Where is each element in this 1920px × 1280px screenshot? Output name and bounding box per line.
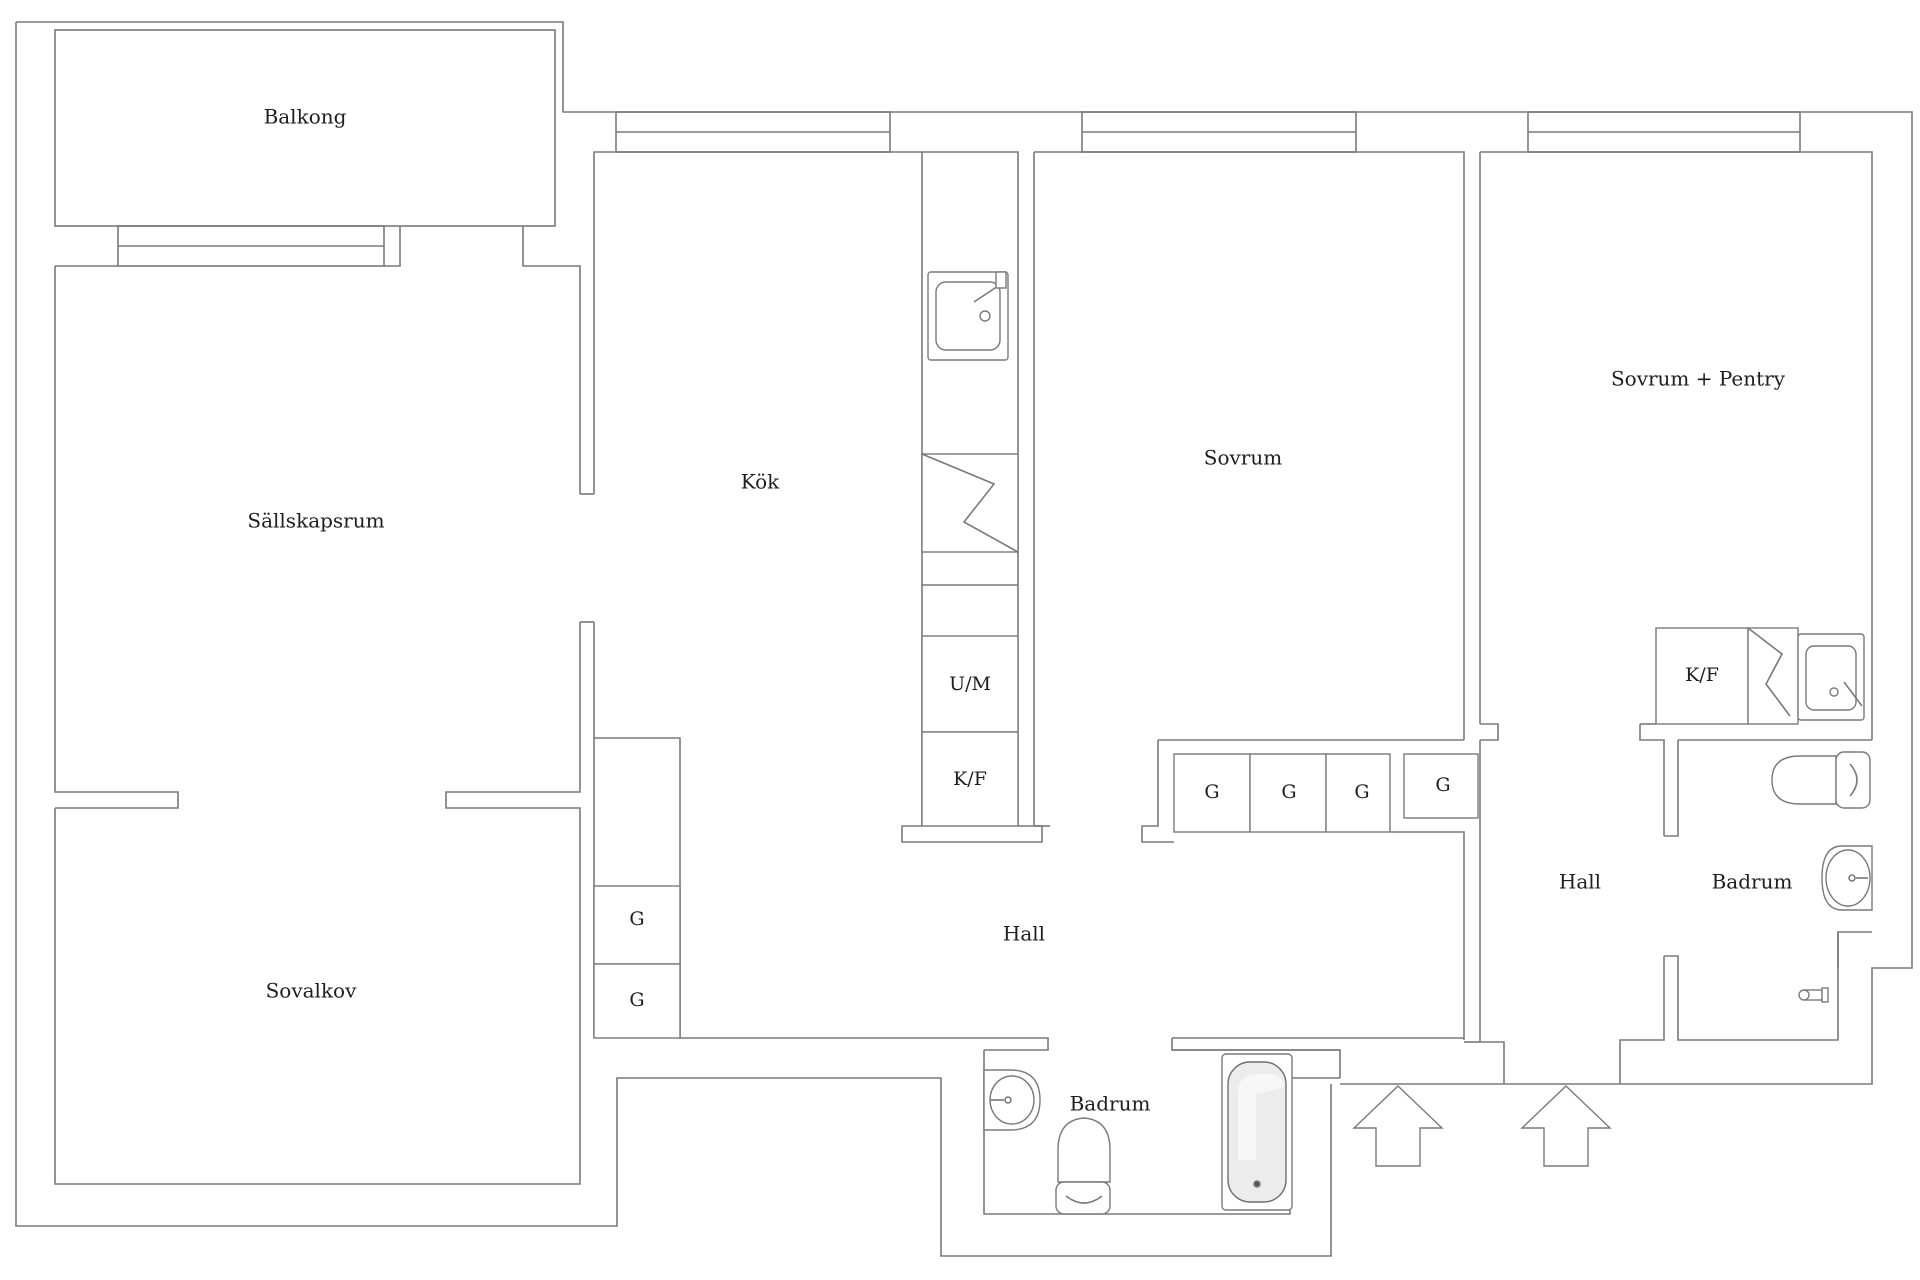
toilet-icon xyxy=(1771,751,1871,809)
room-sovalkov: Sovalkov xyxy=(266,979,358,1003)
room-label-sallskapsrum: Sällskapsrum xyxy=(247,509,384,533)
pentry-sink-icon xyxy=(1797,633,1865,721)
outer-walls xyxy=(15,21,1913,1257)
room-label-balkong: Balkong xyxy=(264,105,347,129)
um-label: U/M xyxy=(949,673,991,695)
toilet-icon xyxy=(1055,1117,1111,1215)
sink-icon xyxy=(1821,845,1873,911)
kf-pentry-label: K/F xyxy=(1685,664,1719,686)
room-label-hall-right: Hall xyxy=(1559,870,1601,894)
wardrobe-label: G xyxy=(1204,781,1219,803)
wardrobe-label: G xyxy=(1354,781,1369,803)
wardrobe-label: G xyxy=(629,989,644,1011)
room-label-kok: Kök xyxy=(741,470,780,494)
bathroom-right: Badrum xyxy=(1712,751,1873,1003)
hall-main: G G Hall xyxy=(593,737,1464,1078)
room-label-badrum-bottom: Badrum xyxy=(1070,1092,1151,1116)
entrance-arrow-1-icon xyxy=(1352,1085,1444,1167)
pentry-stove-icon xyxy=(1747,627,1799,725)
wardrobe-row: G G G G xyxy=(1141,739,1479,1040)
kitchen-sink-icon xyxy=(927,271,1009,361)
wardrobe-label: G xyxy=(629,908,644,930)
room-sovrum-pentry: Sovrum + Pentry xyxy=(1479,111,1873,741)
wardrobe-label: G xyxy=(1435,774,1450,796)
drain-icon xyxy=(1798,987,1829,1003)
balcony: Balkong xyxy=(54,29,556,267)
right-walls: Hall xyxy=(1464,723,1872,1084)
bathtub-icon xyxy=(1221,1053,1293,1211)
room-label-hall-main: Hall xyxy=(1003,922,1045,946)
kf-kitchen-label: K/F xyxy=(953,768,987,790)
sink-icon xyxy=(983,1069,1041,1131)
room-sallskapsrum: Sällskapsrum xyxy=(54,226,594,1185)
room-label-sovrum: Sovrum xyxy=(1204,446,1282,470)
pentry-block: K/F xyxy=(1655,627,1865,725)
room-label-sovrum-pentry: Sovrum + Pentry xyxy=(1611,367,1786,391)
room-label-sovalkov: Sovalkov xyxy=(266,979,358,1003)
appliance-stack: U/M K/F xyxy=(921,635,1019,827)
entrance-arrow-2-icon xyxy=(1520,1085,1612,1167)
room-sovrum: Sovrum xyxy=(1033,111,1465,827)
room-label-badrum-right: Badrum xyxy=(1712,870,1793,894)
stove-icon xyxy=(921,453,1019,553)
bathroom-bottom: Badrum xyxy=(983,1049,1340,1215)
wardrobe-label: G xyxy=(1281,781,1296,803)
